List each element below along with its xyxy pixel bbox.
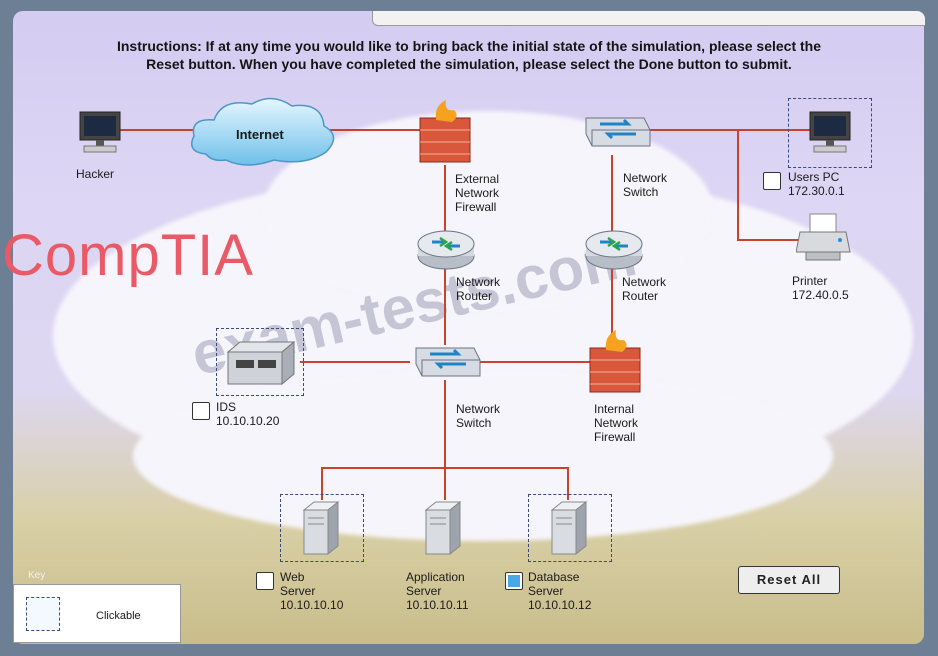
key-clickable-swatch: [26, 597, 60, 631]
right-router-icon: [585, 230, 643, 270]
key-legend: Clickable: [13, 584, 181, 643]
link-switch-printer: [737, 130, 800, 241]
web-server-icon[interactable]: [298, 500, 348, 558]
reset-all-button[interactable]: Reset All: [738, 566, 840, 594]
left-router-icon: [417, 230, 475, 270]
hacker-label: Hacker: [76, 167, 115, 181]
db-server-icon[interactable]: [546, 500, 596, 558]
instructions-line-2: Reset button. When you have completed th…: [146, 56, 792, 72]
comptia-logo: CompTIA: [2, 223, 254, 288]
ids-appliance-icon[interactable]: [222, 338, 298, 390]
hacker-pc-icon: [79, 111, 121, 153]
db-server-checkbox[interactable]: [505, 572, 523, 590]
instructions-line-1: Instructions: If at any time you would l…: [116, 38, 822, 54]
users-pc-icon[interactable]: [808, 110, 852, 158]
db-server-clickable-area[interactable]: [528, 494, 612, 562]
core-switch-icon: [415, 347, 481, 377]
external-firewall-icon: [419, 100, 471, 163]
web-server-clickable-area[interactable]: [280, 494, 364, 562]
users-pc-clickable-area[interactable]: [788, 98, 872, 168]
web-server-checkbox[interactable]: [256, 572, 274, 590]
ids-clickable-area[interactable]: [216, 328, 304, 396]
internal-firewall-icon: [589, 330, 641, 393]
key-title: Key: [28, 570, 46, 581]
printer-icon: [796, 213, 851, 261]
users-pc-checkbox[interactable]: [763, 172, 781, 190]
app-server-icon: [424, 500, 462, 556]
top-switch-icon: [585, 117, 651, 147]
diagram-background: [13, 11, 924, 644]
ids-checkbox[interactable]: [192, 402, 210, 420]
key-clickable-label: Clickable: [96, 610, 141, 622]
internet-label: Internet: [236, 127, 284, 142]
internet-cloud-icon: [191, 97, 335, 166]
